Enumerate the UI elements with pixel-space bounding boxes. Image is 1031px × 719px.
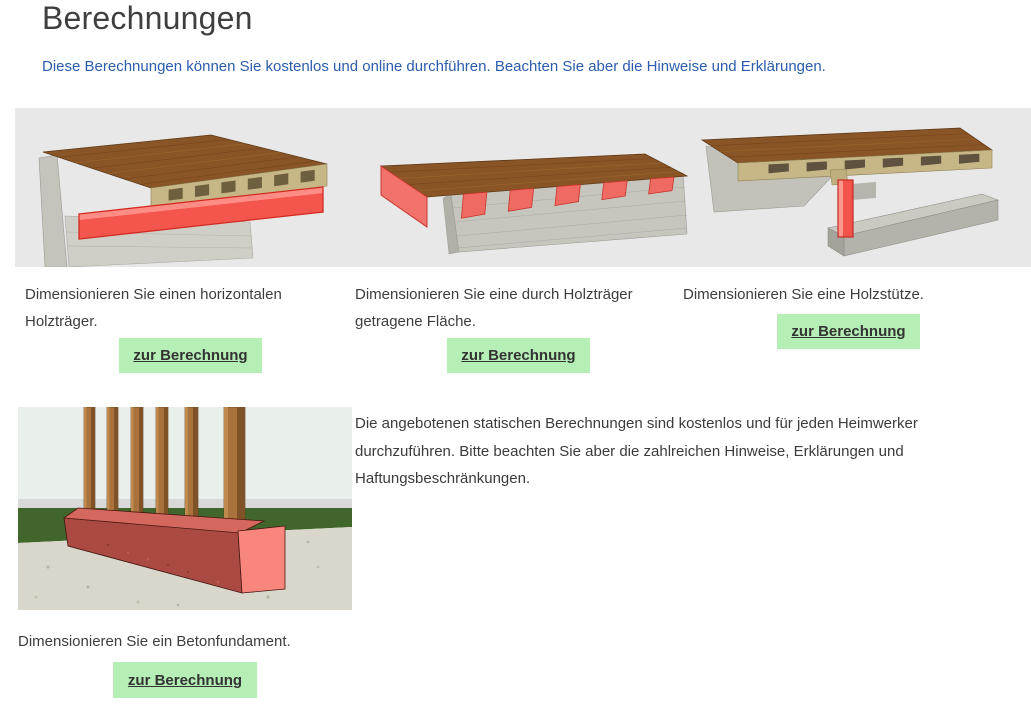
zur-berechnung-button-betonfundament[interactable]: zur Berechnung: [113, 662, 257, 698]
image-getragene-flaeche: [345, 108, 690, 267]
intro-text: Diese Berechnungen können Sie kostenlos …: [42, 58, 826, 75]
zur-berechnung-button-holzstuetze[interactable]: zur Berechnung: [777, 314, 920, 349]
zur-berechnung-button-holztraeger[interactable]: zur Berechnung: [119, 338, 262, 373]
caption-getragene-flaeche: Dimensionieren Sie eine durch Holzträger…: [355, 286, 633, 330]
info-paragraph: Die angebotenen statischen Berechnungen …: [355, 415, 918, 487]
image-horizontaler-holztraeger: [15, 108, 345, 267]
caption-betonfundament: Dimensionieren Sie ein Betonfundament.: [18, 633, 291, 650]
image-betonfundament: [18, 407, 352, 610]
caption-holzstuetze: Dimensionieren Sie eine Holzstütze.: [683, 286, 924, 303]
image-holzstuetze: [690, 108, 1031, 267]
page-title: Berechnungen: [42, 0, 253, 36]
zur-berechnung-button-flaeche[interactable]: zur Berechnung: [447, 338, 590, 373]
caption-horizontaler-holztraeger: Dimensionieren Sie einen horizontalen Ho…: [25, 286, 282, 330]
